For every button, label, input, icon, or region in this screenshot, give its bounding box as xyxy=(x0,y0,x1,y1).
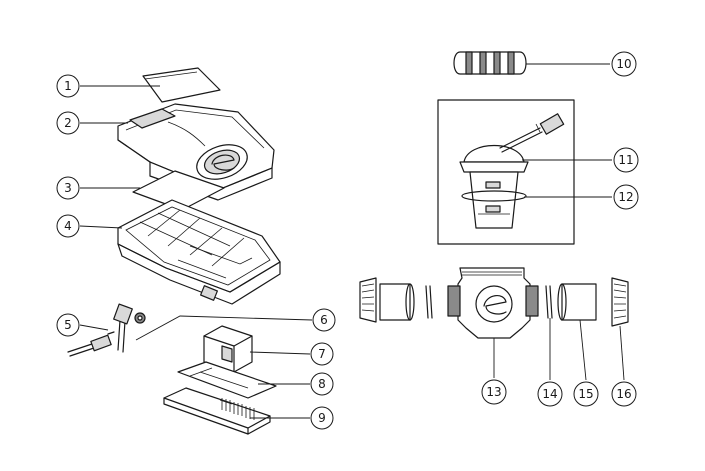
callout-1-label: 1 xyxy=(64,79,72,93)
callout-9: 9 xyxy=(310,406,334,430)
part-9-base-plate xyxy=(163,387,271,435)
callout-3: 3 xyxy=(56,176,80,200)
left-union-nut xyxy=(359,277,377,323)
callout-8-label: 8 xyxy=(318,377,326,391)
part-15-tube xyxy=(557,283,597,321)
left-tube xyxy=(379,283,415,321)
callout-6-label: 6 xyxy=(320,313,328,327)
callout-10-label: 10 xyxy=(616,57,631,71)
left-seal-ring xyxy=(425,285,433,319)
part-2-top-cover xyxy=(117,103,275,201)
callout-14-label: 14 xyxy=(542,387,557,401)
callout-15: 15 xyxy=(573,381,599,407)
callout-11: 11 xyxy=(613,147,639,173)
part-10-ribbed-cap xyxy=(453,51,527,75)
part-4-base-housing xyxy=(117,199,281,305)
part-11-sensor-cable xyxy=(459,113,565,173)
part-6-plug-connector xyxy=(113,303,146,353)
leader-lines xyxy=(79,63,625,419)
callout-14: 14 xyxy=(537,381,563,407)
callout-2: 2 xyxy=(56,111,80,135)
callout-4-label: 4 xyxy=(64,219,72,233)
callout-5-label: 5 xyxy=(64,318,72,332)
part-13-valve-body xyxy=(447,267,539,339)
callout-11-label: 11 xyxy=(618,153,633,167)
callout-7-label: 7 xyxy=(318,347,326,361)
part-7-transformer-block xyxy=(203,325,253,373)
callout-15-label: 15 xyxy=(578,387,593,401)
part-5-cable-connector xyxy=(67,331,115,357)
callout-13: 13 xyxy=(481,379,507,405)
part-16-union-nut xyxy=(611,277,629,327)
part-1-label-sheet xyxy=(142,67,221,103)
callout-9-label: 9 xyxy=(318,411,326,425)
part-12-sensor-body xyxy=(461,171,527,229)
callout-12: 12 xyxy=(613,184,639,210)
callout-10: 10 xyxy=(611,51,637,77)
callout-13-label: 13 xyxy=(486,385,501,399)
callout-4: 4 xyxy=(56,214,80,238)
callout-16-label: 16 xyxy=(616,387,631,401)
callout-12-label: 12 xyxy=(618,190,633,204)
callout-8: 8 xyxy=(310,372,334,396)
part-8-circuit-board xyxy=(177,361,277,399)
callout-7: 7 xyxy=(310,342,334,366)
callout-6: 6 xyxy=(312,308,336,332)
callout-5: 5 xyxy=(56,313,80,337)
detail-inset-frame xyxy=(437,99,575,245)
callout-1: 1 xyxy=(56,74,80,98)
part-14-seal-ring xyxy=(545,285,553,319)
callout-2-label: 2 xyxy=(64,116,72,130)
callout-16: 16 xyxy=(611,381,637,407)
callout-3-label: 3 xyxy=(64,181,72,195)
